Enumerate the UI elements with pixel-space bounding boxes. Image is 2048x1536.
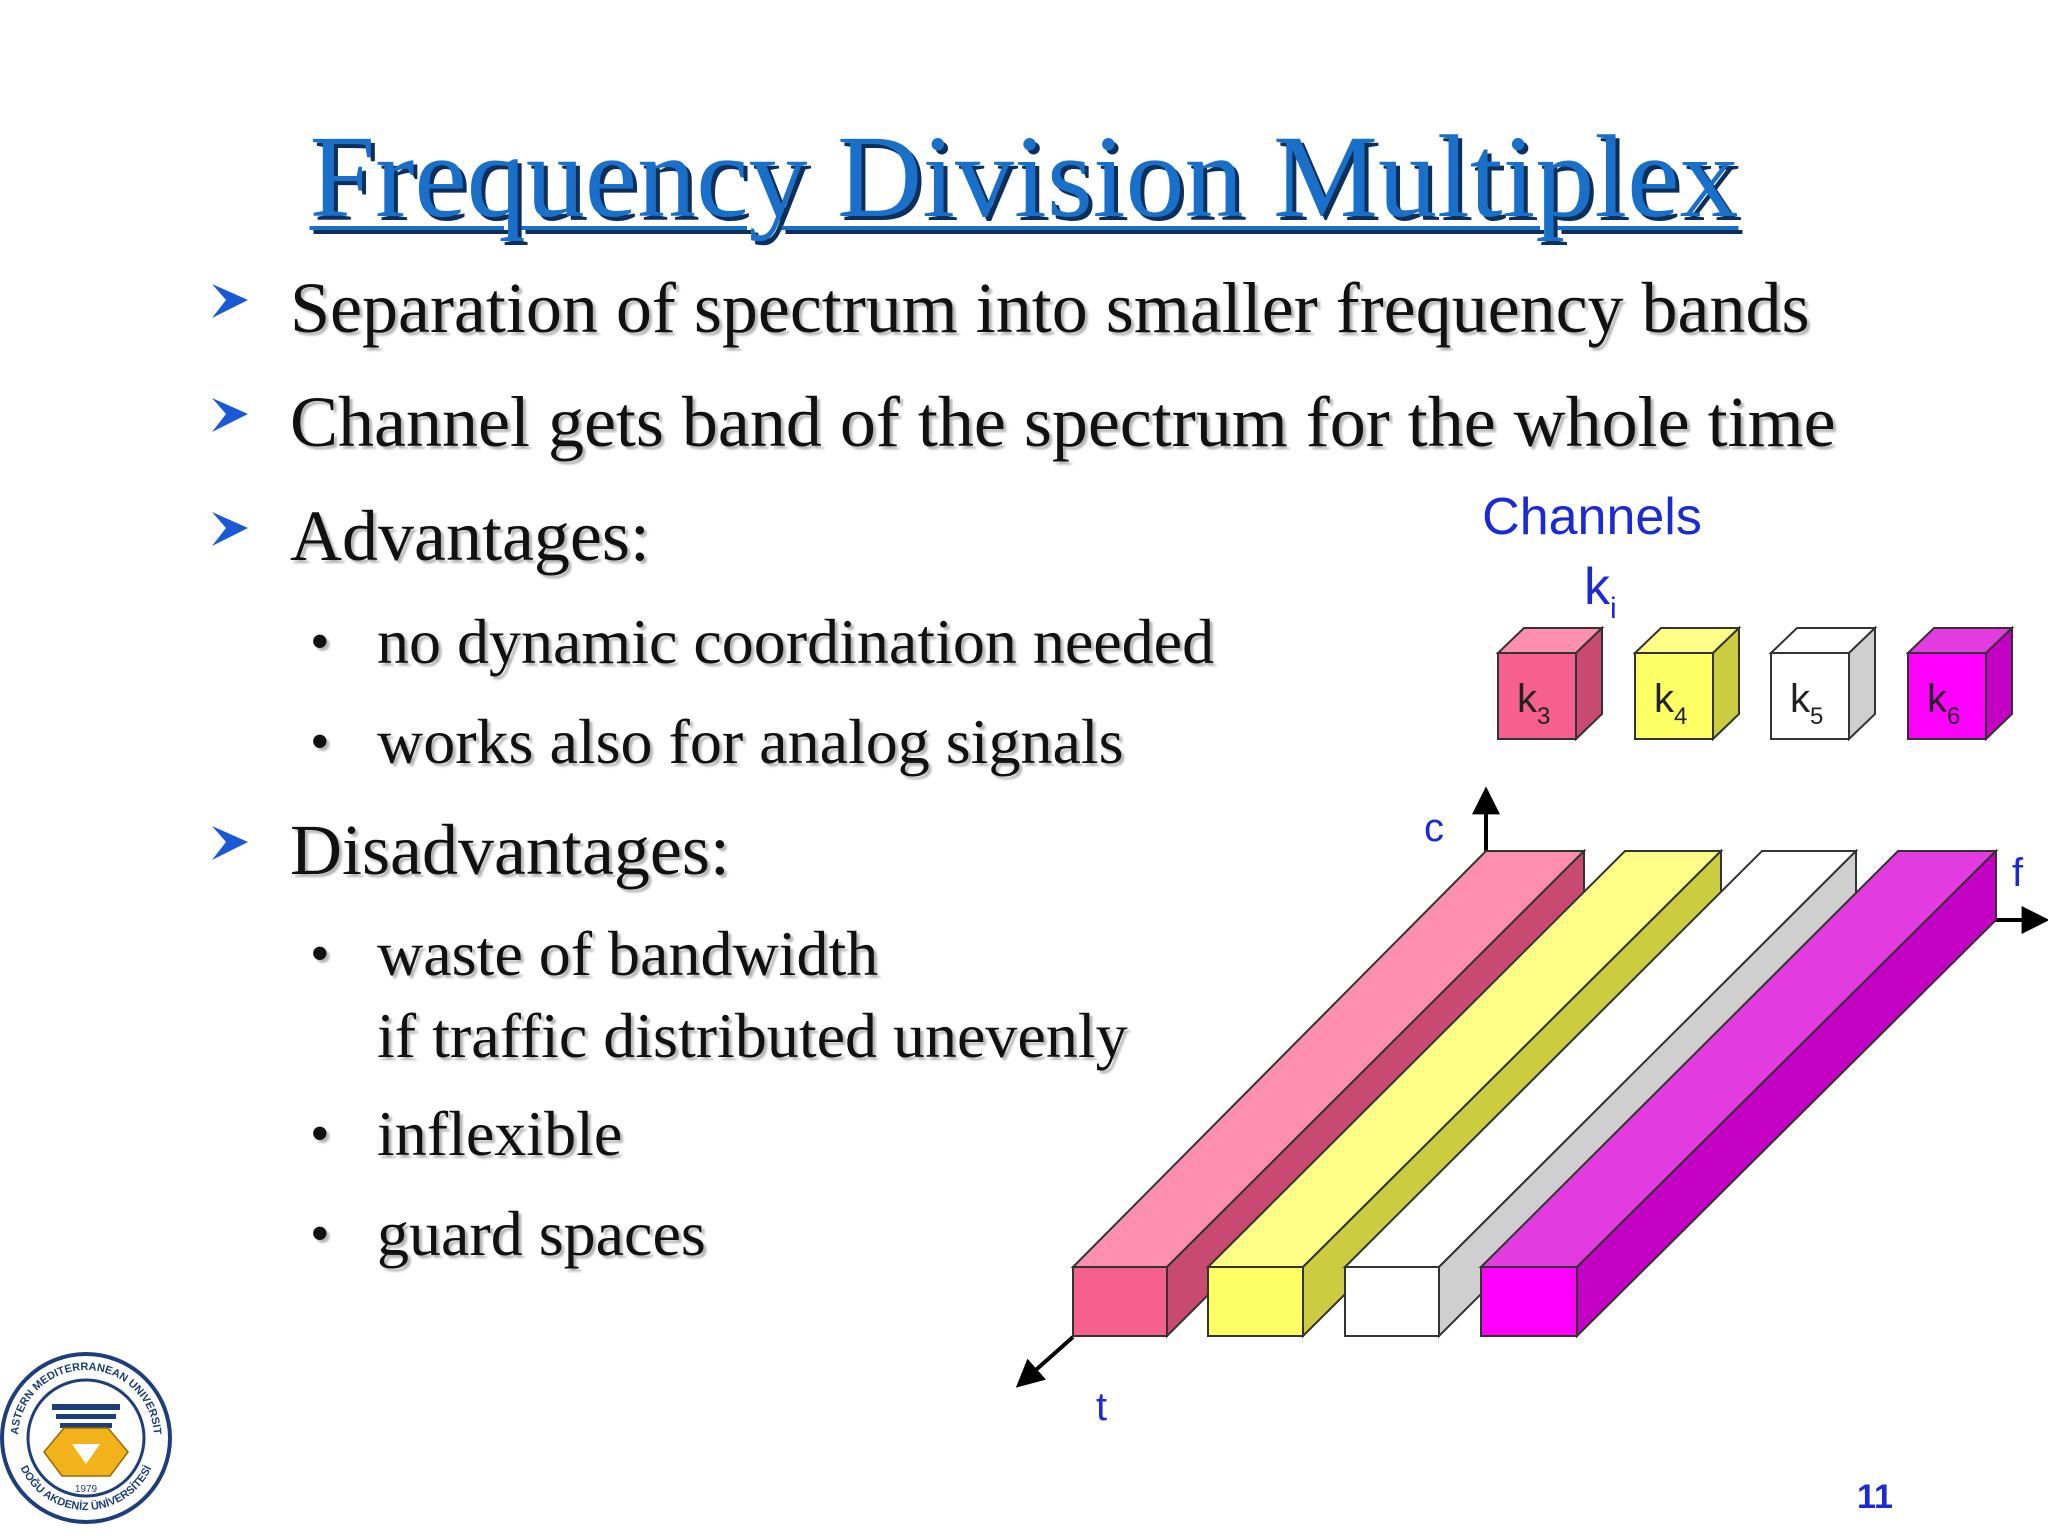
legend-cube-k5: k5 (1768, 625, 1878, 742)
sub-bullet-text: waste of bandwidth (377, 918, 879, 989)
axis-t-label: t (1096, 1385, 1107, 1429)
ki-label: ki (1584, 558, 1617, 625)
bullet-text: Advantages: (290, 496, 650, 576)
ki-base: k (1584, 558, 1611, 616)
legend-cube-k4: k4 (1632, 625, 1742, 742)
legend-k6-sub: 6 (1947, 703, 1960, 730)
logo-emblem-icon (43, 1404, 129, 1477)
legend-k3-sub: 3 (1537, 703, 1550, 730)
dot-bullet-icon: • (310, 611, 330, 673)
sub-bullet-text: no dynamic coordination needed (377, 606, 1215, 677)
legend-k4-base: k (1654, 677, 1675, 721)
sub-bullet-text: works also for analog signals (377, 706, 1124, 777)
bullet-text: Separation of spectrum into smaller freq… (290, 268, 1810, 348)
page-number: 11 (1857, 1478, 1893, 1516)
slide-title: Frequency Division Multiplex (309, 111, 1739, 242)
legend-k5-base: k (1790, 677, 1811, 721)
sub-bullet-text: guard spaces (377, 1198, 706, 1269)
arrow-bullet-icon (212, 512, 248, 546)
arrow-bullet-icon (212, 284, 248, 318)
sub-bullet-text: if traffic distributed unevenly (377, 1000, 1128, 1071)
bullet-text: Disadvantages: (290, 810, 730, 890)
dot-bullet-icon: • (310, 1103, 330, 1165)
legend-k4-sub: 4 (1674, 703, 1687, 730)
dot-bullet-icon: • (310, 1203, 330, 1265)
dot-bullet-icon: • (310, 711, 330, 773)
logo-year: 1979 (75, 1484, 98, 1495)
axis-f-label: f (2012, 851, 2024, 895)
legend-cube-k3: k3 (1495, 625, 1605, 742)
legend-cube-k6: k6 (1905, 625, 2015, 742)
svg-text:k5: k5 (1790, 677, 1823, 730)
axis-c-label: c (1424, 806, 1444, 850)
bullet-text: Channel gets band of the spectrum for th… (290, 382, 1836, 462)
legend-k6-base: k (1927, 677, 1948, 721)
arrow-bullet-icon (212, 398, 248, 432)
university-logo: EASTERN MEDITERRANEAN UNIVERSITY DOĞU AK… (0, 1352, 172, 1524)
svg-text:k4: k4 (1654, 677, 1687, 730)
sub-bullet-text: inflexible (377, 1098, 623, 1169)
svg-text:k3: k3 (1517, 677, 1550, 730)
channels-label: Channels (1482, 488, 1702, 546)
ki-subscript: i (1610, 592, 1617, 625)
axis-t-arrow (1015, 1335, 1075, 1388)
dot-bullet-icon: • (310, 923, 330, 985)
legend-k3-base: k (1517, 677, 1538, 721)
channel-bar-k6 (1478, 848, 1999, 1339)
svg-text:k6: k6 (1927, 677, 1960, 730)
arrow-bullet-icon (212, 826, 248, 860)
legend-k5-sub: 5 (1810, 703, 1823, 730)
